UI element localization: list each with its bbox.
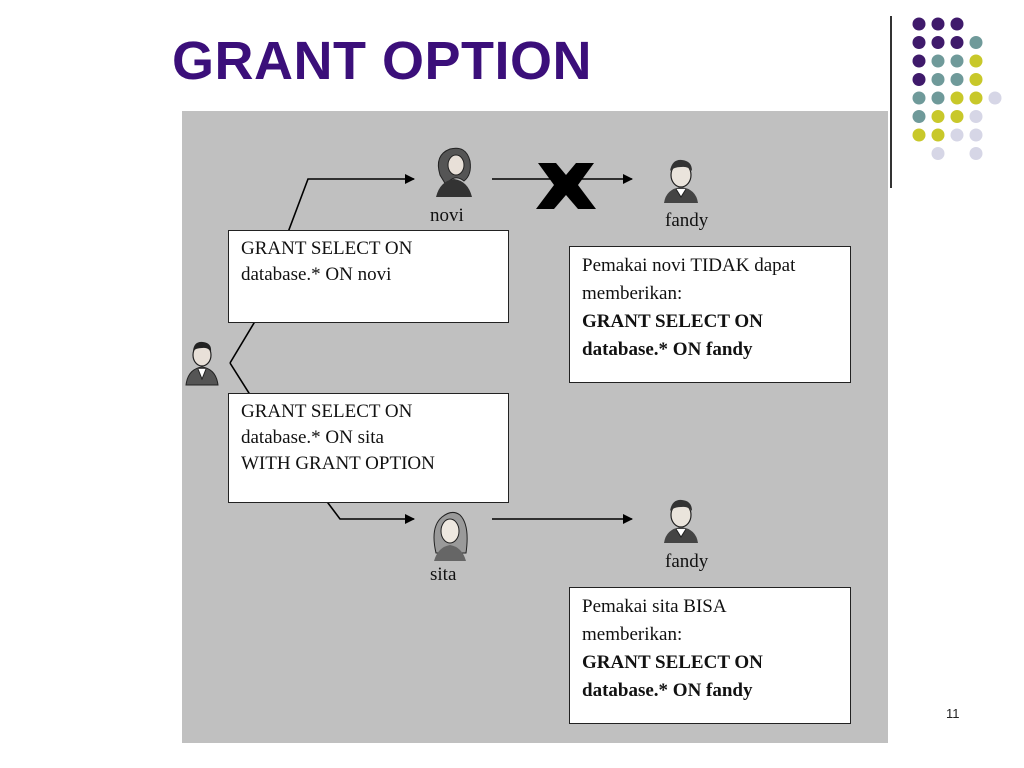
decorative-dot xyxy=(912,17,926,31)
decorative-dot xyxy=(950,54,964,68)
decorative-dot xyxy=(969,73,983,86)
decorative-dot xyxy=(912,73,926,86)
grant-novi-line2: database.* ON novi xyxy=(241,264,392,285)
grant-sita-line2: database.* ON sita xyxy=(241,427,384,448)
decorative-dot xyxy=(950,73,964,86)
slide-title: GRANT OPTION xyxy=(172,31,592,91)
grant-novi-box: GRANT SELECT ON database.* ON novi xyxy=(228,230,509,323)
fandy-bottom-person-icon xyxy=(664,499,698,543)
decorative-dot xyxy=(931,17,945,31)
label-novi: novi xyxy=(430,205,464,226)
sita-note-line2: memberikan: xyxy=(582,624,683,645)
novi-note-line1: Pemakai novi TIDAK dapat xyxy=(582,255,796,276)
label-fandy-bottom: fandy xyxy=(665,551,709,572)
novi-note-box: Pemakai novi TIDAK dapat memberikan: GRA… xyxy=(569,246,851,383)
decorative-dot xyxy=(969,110,983,123)
decorative-dot xyxy=(931,36,945,49)
decorative-dot xyxy=(969,36,983,49)
decorative-dot xyxy=(931,128,945,142)
sita-person-icon xyxy=(433,511,468,561)
sita-note-line1: Pemakai sita BISA xyxy=(582,596,727,617)
page-number: 11 xyxy=(946,706,960,721)
novi-note-line4: database.* ON fandy xyxy=(582,339,753,360)
decorative-dot xyxy=(950,17,964,31)
decorative-dot xyxy=(969,128,983,142)
divider-line xyxy=(890,16,892,188)
sita-note-line3: GRANT SELECT ON xyxy=(582,652,763,673)
admin-person-icon xyxy=(185,341,219,386)
grant-novi-line1: GRANT SELECT ON xyxy=(241,238,413,259)
blocked-x-icon xyxy=(536,163,596,209)
decorative-dot xyxy=(931,147,945,160)
sita-note-box: Pemakai sita BISA memberikan: GRANT SELE… xyxy=(569,587,851,724)
decorative-dot xyxy=(950,91,964,105)
decorative-dot xyxy=(969,147,983,160)
decorative-dot xyxy=(912,54,926,68)
decorative-dot xyxy=(931,54,945,68)
decorative-dot xyxy=(950,128,964,142)
decorative-dot xyxy=(988,91,1002,105)
decorative-dot xyxy=(931,73,945,86)
decorative-dot xyxy=(912,91,926,105)
connector-admin-sita xyxy=(229,362,415,524)
decorative-dot xyxy=(931,110,945,123)
grant-sita-box: GRANT SELECT ON database.* ON sita WITH … xyxy=(228,393,509,503)
decorative-dot xyxy=(950,110,964,123)
fandy-top-person-icon xyxy=(664,159,698,203)
label-fandy-top: fandy xyxy=(665,210,709,231)
novi-note-line2: memberikan: xyxy=(582,283,683,304)
decorative-dot xyxy=(912,128,926,142)
decorative-dot xyxy=(950,36,964,49)
decorative-dot xyxy=(931,91,945,105)
decorative-dot xyxy=(969,54,983,68)
diagram-panel: novi fandy sita fandy GRANT SELECT ON da… xyxy=(182,111,888,743)
decorative-dot xyxy=(912,110,926,123)
sita-note-line4: database.* ON fandy xyxy=(582,680,753,701)
label-sita: sita xyxy=(430,564,457,585)
dot-grid-decoration xyxy=(912,17,1002,160)
novi-note-line3: GRANT SELECT ON xyxy=(582,311,763,332)
grant-sita-line1: GRANT SELECT ON xyxy=(241,401,413,422)
decorative-dot xyxy=(912,36,926,49)
grant-sita-line3: WITH GRANT OPTION xyxy=(241,453,435,474)
novi-person-icon xyxy=(436,147,472,197)
decorative-dot xyxy=(969,91,983,105)
